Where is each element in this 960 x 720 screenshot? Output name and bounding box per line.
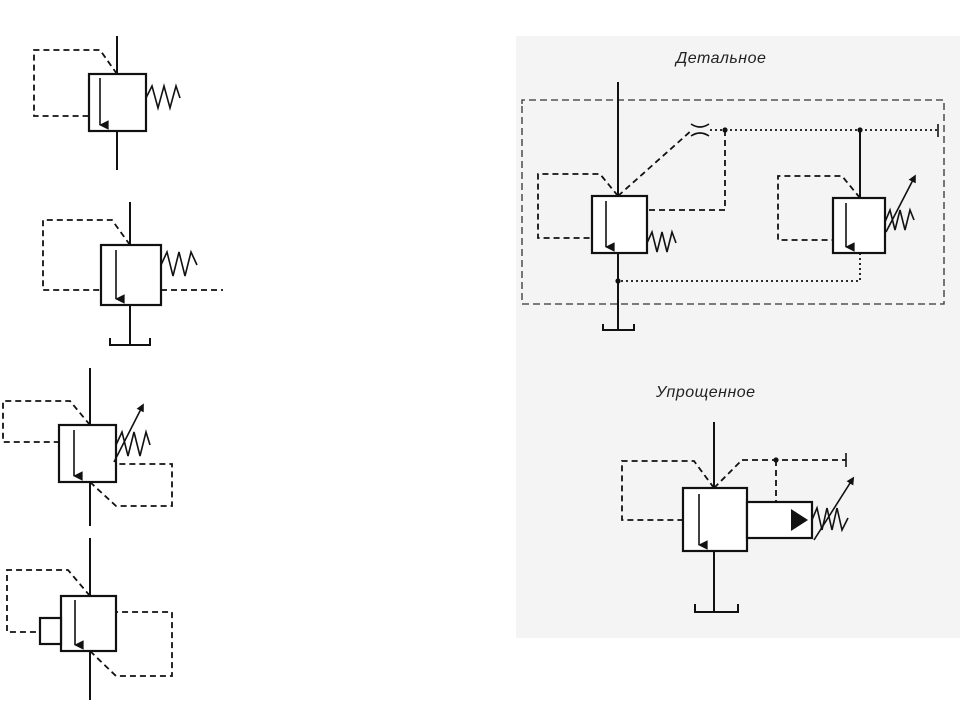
spring-icon	[145, 82, 181, 112]
valve-body	[681, 486, 749, 553]
simplified-scheme	[621, 422, 855, 613]
relief-valve-symbol-3	[2, 368, 173, 526]
main-valve-body	[590, 194, 649, 255]
caption-simplified: Упрощенное	[656, 384, 756, 401]
relief-valve-symbol-4	[6, 538, 173, 700]
detailed-scheme	[521, 82, 945, 331]
relief-valve-symbol-1	[33, 36, 181, 170]
relief-valve-symbol-2	[42, 202, 223, 346]
caption-detailed: Детальное	[676, 50, 767, 67]
adjustable-spring-icon	[115, 429, 151, 457]
valve-body	[87, 72, 148, 133]
pilot-valve-body	[831, 196, 887, 255]
pilot-triangle-icon	[791, 509, 808, 531]
tank-icon	[602, 324, 635, 331]
solenoid-icon	[38, 616, 63, 646]
adjustable-spring-icon	[811, 505, 849, 533]
spring-icon	[160, 249, 198, 277]
adjustable-spring-icon	[884, 207, 915, 231]
valve-body	[59, 594, 118, 653]
valve-body	[57, 423, 118, 484]
throttle-icon	[690, 123, 710, 137]
spring-icon	[646, 229, 677, 253]
tank-icon	[694, 604, 739, 613]
tank-icon	[109, 338, 151, 346]
valve-body	[99, 243, 163, 307]
